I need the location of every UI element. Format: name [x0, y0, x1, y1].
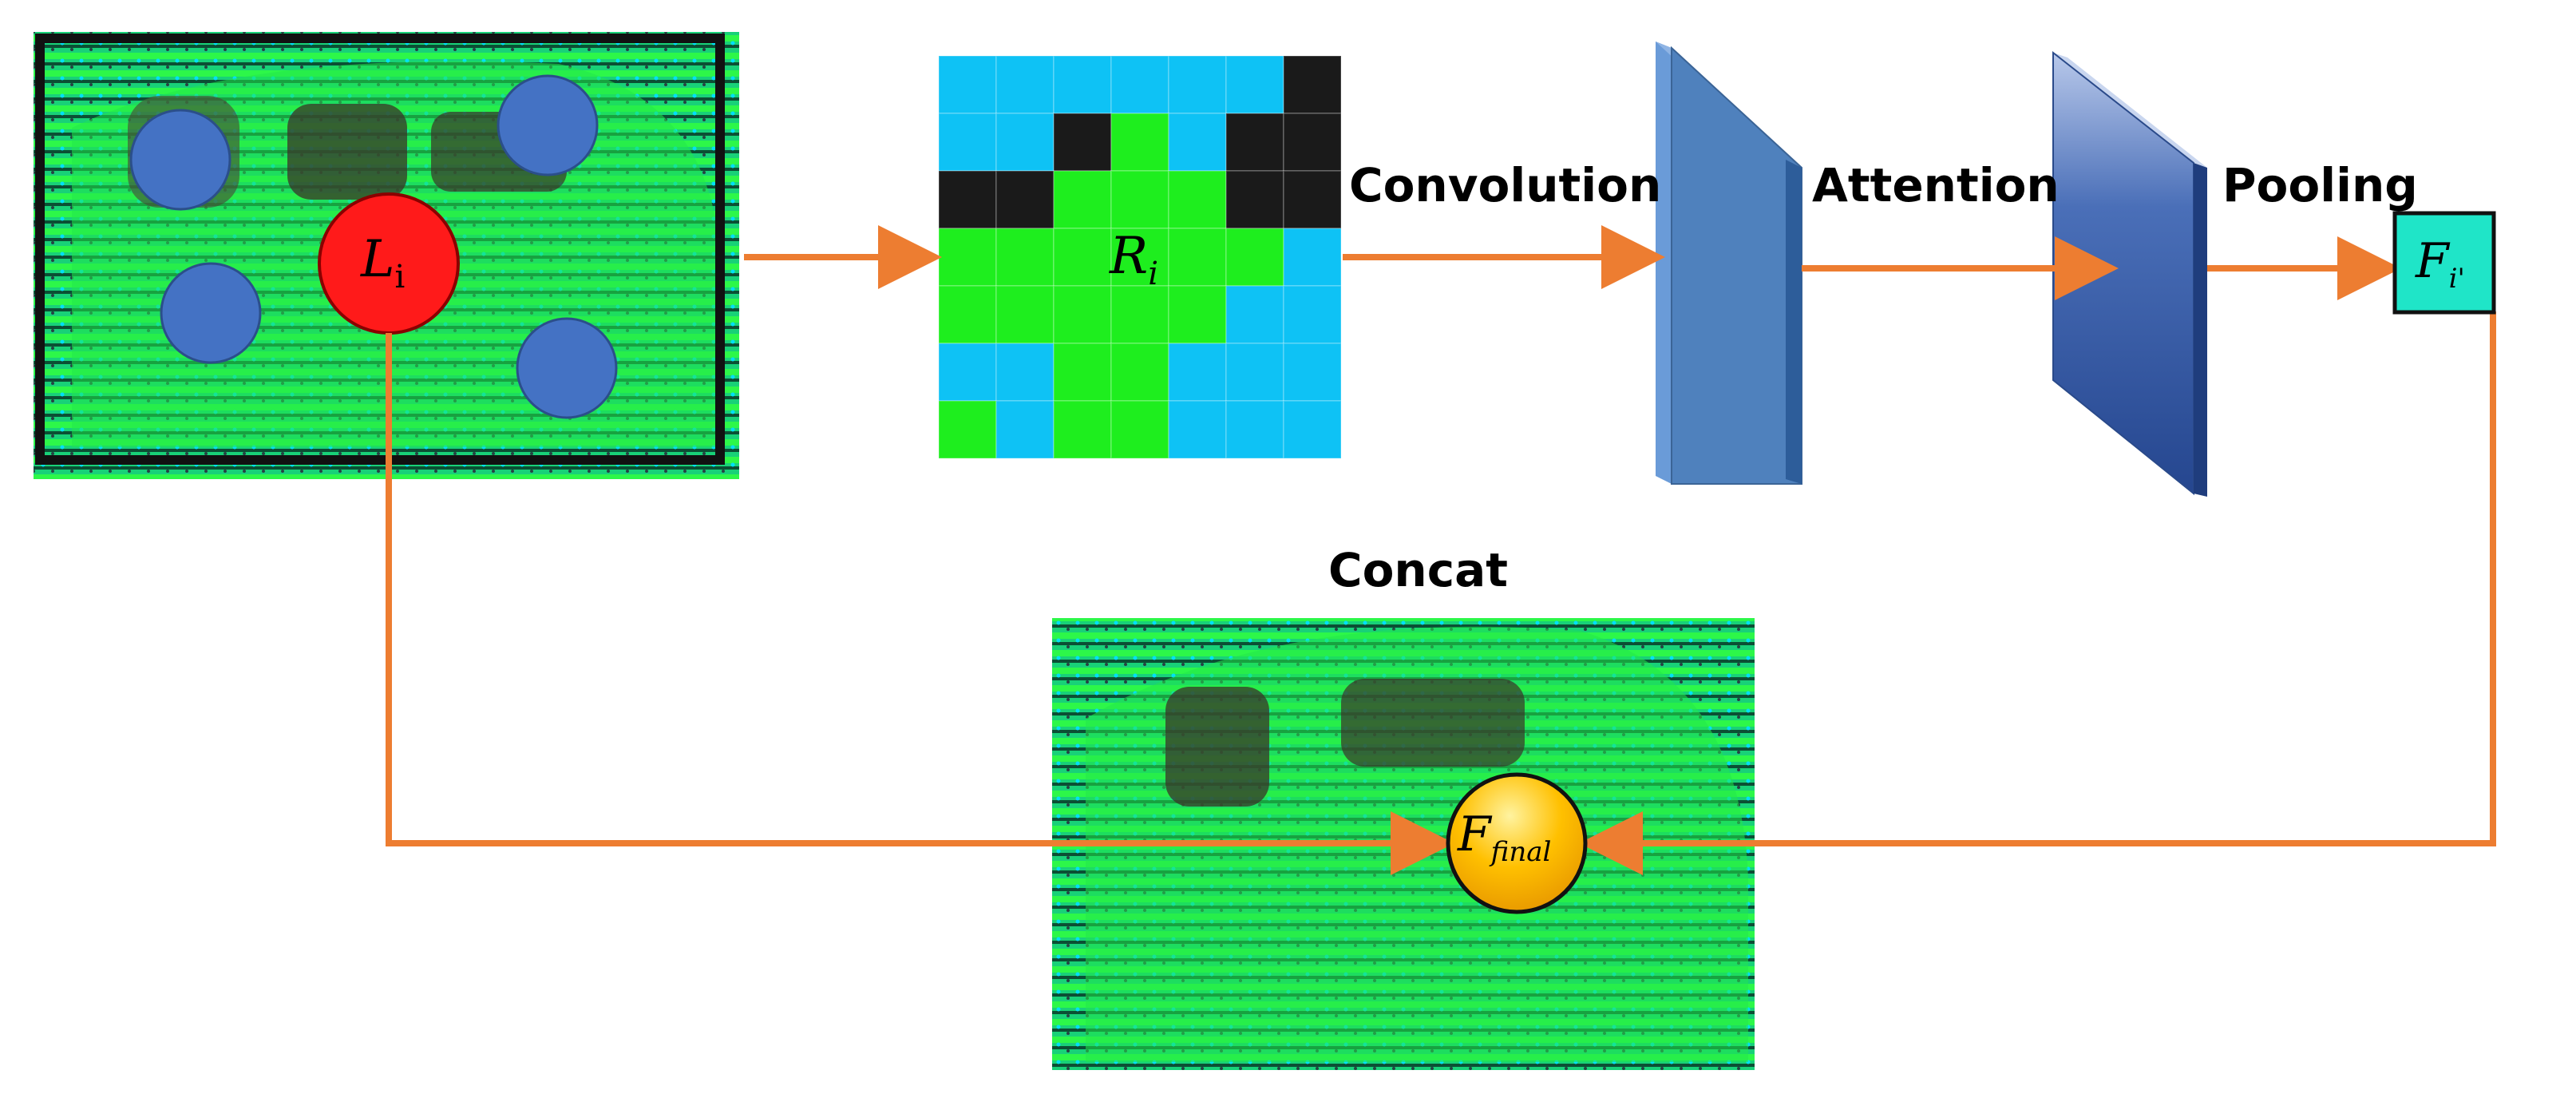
grid-cell	[995, 343, 1055, 402]
grid-cell	[938, 400, 997, 459]
convolution-layer	[1656, 42, 1802, 485]
concat-label: Concat	[1328, 543, 1508, 597]
grid-cell	[1225, 400, 1284, 459]
grid-cell	[1110, 228, 1169, 287]
grid-cell	[1110, 170, 1169, 229]
grid-cell	[1168, 343, 1227, 402]
grid-cell	[995, 113, 1055, 172]
neighbor-point-top-right	[497, 74, 599, 176]
region-symbol-base: R	[1110, 227, 1149, 286]
grid-cell	[995, 285, 1055, 344]
final-feature-symbol-base: F	[1458, 807, 1491, 862]
convolution-label: Convolution	[1349, 158, 1662, 212]
grid-cell	[1053, 400, 1112, 459]
grid-cell	[995, 55, 1055, 114]
final-feature-symbol: Ffinal	[1458, 807, 1551, 868]
grid-cell	[1053, 343, 1112, 402]
pooled-feature-symbol-sub: i'	[2448, 263, 2465, 295]
pooled-feature-symbol: Fi'	[2416, 233, 2465, 295]
grid-cell	[995, 228, 1055, 287]
grid-cell	[1225, 343, 1284, 402]
grid-cell	[1283, 400, 1342, 459]
attention-label: Attention	[1812, 158, 2060, 212]
grid-cell	[1110, 343, 1169, 402]
grid-cell	[938, 343, 997, 402]
grid-cell	[1168, 170, 1227, 229]
local-point-symbol: Li	[361, 230, 405, 295]
local-point-symbol-base: L	[361, 230, 395, 289]
pooled-feature-symbol-base: F	[2416, 233, 2449, 289]
neighbor-point-bottom-left	[160, 262, 262, 364]
region-symbol-sub: i	[1148, 255, 1158, 292]
grid-cell	[1283, 55, 1342, 114]
grid-cell	[938, 113, 997, 172]
grid-cell	[1283, 113, 1342, 172]
grid-cell	[1225, 55, 1284, 114]
grid-cell	[1225, 113, 1284, 172]
grid-cell	[1053, 55, 1112, 114]
grid-cell	[1283, 285, 1342, 344]
grid-cell	[938, 285, 997, 344]
grid-cell	[938, 55, 997, 114]
grid-cell	[995, 170, 1055, 229]
grid-cell	[1168, 55, 1227, 114]
grid-cell	[1168, 285, 1227, 344]
grid-cell	[938, 228, 997, 287]
grid-cell	[1053, 285, 1112, 344]
final-feature-node	[1446, 772, 1588, 914]
pooled-feature-box	[2392, 211, 2496, 315]
local-point-symbol-sub: i	[394, 258, 406, 295]
grid-cell	[1225, 170, 1284, 229]
grid-cell	[1283, 343, 1342, 402]
neighbor-point-top-left	[129, 109, 231, 211]
grid-cell	[1283, 228, 1342, 287]
grid-cell	[1053, 170, 1112, 229]
grid-cell	[1283, 170, 1342, 229]
region-symbol: Ri	[1110, 227, 1158, 292]
neighbor-point-bottom-right	[516, 317, 618, 419]
grid-cell	[938, 170, 997, 229]
region-grid	[938, 55, 1342, 459]
grid-cell	[1168, 113, 1227, 172]
flow-arrows	[386, 225, 2496, 875]
grid-cell	[1225, 285, 1284, 344]
grid-cell	[1168, 400, 1227, 459]
attention-layer	[2052, 50, 2207, 497]
pooling-label: Pooling	[2222, 158, 2418, 212]
grid-cell	[1053, 113, 1112, 172]
grid-cell	[1110, 55, 1169, 114]
grid-cell	[1110, 285, 1169, 344]
grid-cell	[1168, 228, 1227, 287]
final-feature-symbol-sub: final	[1490, 836, 1552, 868]
grid-cell	[1110, 400, 1169, 459]
grid-cell	[1053, 228, 1112, 287]
grid-cell	[995, 400, 1055, 459]
grid-cell	[1225, 228, 1284, 287]
grid-cell	[1110, 113, 1169, 172]
